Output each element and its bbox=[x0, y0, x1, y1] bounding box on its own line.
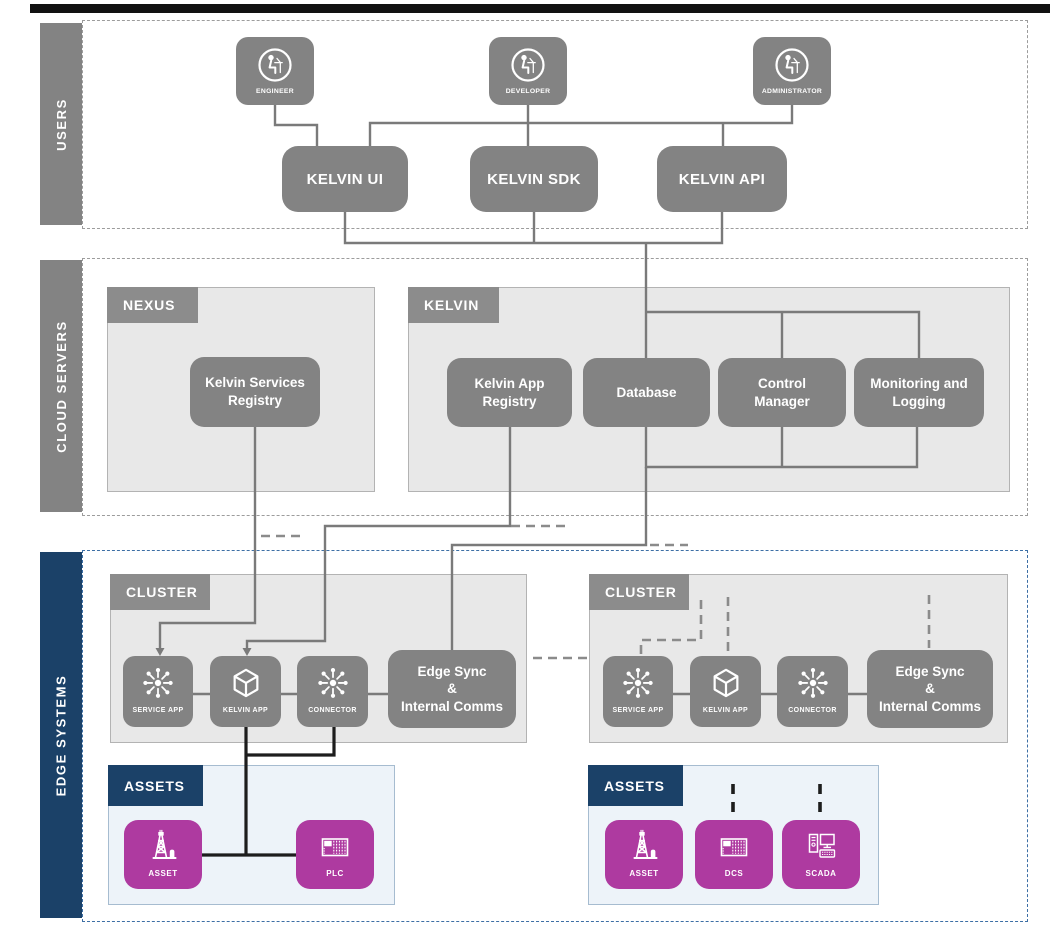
persona-administrator: ADMINISTRATOR bbox=[753, 37, 831, 105]
assets1-tab: ASSETS bbox=[108, 765, 203, 806]
node-label: KELVIN SDK bbox=[487, 170, 581, 188]
cluster1-tab-label: CLUSTER bbox=[126, 584, 198, 600]
node-label: Control Manager bbox=[754, 375, 810, 409]
oil-derrick-icon bbox=[624, 827, 664, 867]
hub-icon bbox=[617, 663, 659, 705]
node-label: KELVIN API bbox=[678, 170, 766, 188]
node-label: Kelvin Services Registry bbox=[205, 375, 305, 408]
device-label: ASSET bbox=[148, 869, 178, 878]
users-band-label-bar: USERS bbox=[40, 23, 82, 225]
person-at-desk-icon bbox=[772, 45, 812, 85]
node-label: KELVIN UI bbox=[306, 170, 384, 188]
node-kelvin-sdk: KELVIN SDK bbox=[470, 146, 598, 212]
person-at-desk-icon bbox=[255, 45, 295, 85]
cluster2-tab-label: CLUSTER bbox=[605, 584, 677, 600]
node-database: Database bbox=[583, 358, 710, 427]
node-kelvin-api: KELVIN API bbox=[657, 146, 787, 212]
nexus-tab: NEXUS bbox=[107, 287, 198, 323]
cloud-servers-band-label: CLOUD SERVERS bbox=[53, 319, 69, 453]
node-label: SERVICE APP bbox=[132, 707, 184, 714]
controller-rack-icon bbox=[714, 827, 754, 867]
node-label: Kelvin App Registry bbox=[474, 375, 545, 409]
oil-derrick-icon bbox=[143, 827, 183, 867]
device-label: ASSET bbox=[629, 869, 659, 878]
cluster1-tab: CLUSTER bbox=[110, 574, 210, 610]
node-label: SERVICE APP bbox=[612, 707, 664, 714]
nexus-tab-label: NEXUS bbox=[123, 297, 176, 313]
persona-label: DEVELOPER bbox=[505, 88, 551, 95]
person-at-desk-icon bbox=[508, 45, 548, 85]
cube-icon bbox=[225, 663, 267, 705]
cube-icon bbox=[705, 663, 747, 705]
kelvin-tab: KELVIN bbox=[408, 287, 499, 323]
persona-label: ADMINISTRATOR bbox=[761, 88, 823, 95]
node-label: KELVIN APP bbox=[222, 707, 269, 714]
persona-label: ENGINEER bbox=[256, 88, 294, 95]
node-label: CONNECTOR bbox=[308, 707, 357, 714]
device-dcs: DCS bbox=[695, 820, 773, 889]
hub-icon bbox=[137, 663, 179, 705]
node-label: Database bbox=[616, 384, 677, 400]
users-band-label: USERS bbox=[53, 97, 69, 151]
node-service-app-1: SERVICE APP bbox=[123, 656, 193, 727]
device-plc: PLC bbox=[296, 820, 374, 889]
controller-rack-icon bbox=[315, 827, 355, 867]
persona-developer: DEVELOPER bbox=[489, 37, 567, 105]
cluster2-tab: CLUSTER bbox=[589, 574, 689, 610]
kelvin-tab-label: KELVIN bbox=[424, 297, 480, 313]
node-label: KELVIN APP bbox=[702, 707, 749, 714]
node-label: CONNECTOR bbox=[788, 707, 837, 714]
node-control-manager: Control Manager bbox=[718, 358, 846, 427]
node-kelvin-app-registry: Kelvin App Registry bbox=[447, 358, 572, 427]
node-kelvin-services-registry: Kelvin Services Registry bbox=[190, 357, 320, 427]
node-label: Monitoring and Logging bbox=[870, 375, 968, 409]
top-edge-bar bbox=[30, 4, 1050, 13]
device-label: PLC bbox=[326, 869, 344, 878]
persona-engineer: ENGINEER bbox=[236, 37, 314, 105]
device-asset-1: ASSET bbox=[124, 820, 202, 889]
assets2-tab: ASSETS bbox=[588, 765, 683, 806]
node-edge-sync-2: Edge Sync & Internal Comms bbox=[867, 650, 993, 728]
node-service-app-2: SERVICE APP bbox=[603, 656, 673, 727]
workstation-icon bbox=[801, 827, 841, 867]
device-label: SCADA bbox=[805, 869, 837, 878]
device-label: DCS bbox=[724, 869, 744, 878]
node-monitoring-and-logging: Monitoring and Logging bbox=[854, 358, 984, 427]
assets1-tab-label: ASSETS bbox=[124, 777, 185, 794]
node-kelvin-app-2: KELVIN APP bbox=[690, 656, 761, 727]
node-label: Edge Sync & Internal Comms bbox=[400, 663, 504, 714]
hub-icon bbox=[792, 663, 834, 705]
assets2-tab-label: ASSETS bbox=[604, 777, 665, 794]
node-connector-2: CONNECTOR bbox=[777, 656, 848, 727]
device-asset-2: ASSET bbox=[605, 820, 683, 889]
cloud-servers-band-label-bar: CLOUD SERVERS bbox=[40, 260, 82, 512]
edge-systems-band-label-bar: EDGE SYSTEMS bbox=[40, 552, 82, 918]
node-edge-sync-1: Edge Sync & Internal Comms bbox=[388, 650, 516, 728]
device-scada: SCADA bbox=[782, 820, 860, 889]
node-kelvin-ui: KELVIN UI bbox=[282, 146, 408, 212]
node-kelvin-app-1: KELVIN APP bbox=[210, 656, 281, 727]
node-connector-1: CONNECTOR bbox=[297, 656, 368, 727]
hub-icon bbox=[312, 663, 354, 705]
edge-systems-band-label: EDGE SYSTEMS bbox=[53, 674, 69, 796]
node-label: Edge Sync & Internal Comms bbox=[878, 663, 982, 714]
